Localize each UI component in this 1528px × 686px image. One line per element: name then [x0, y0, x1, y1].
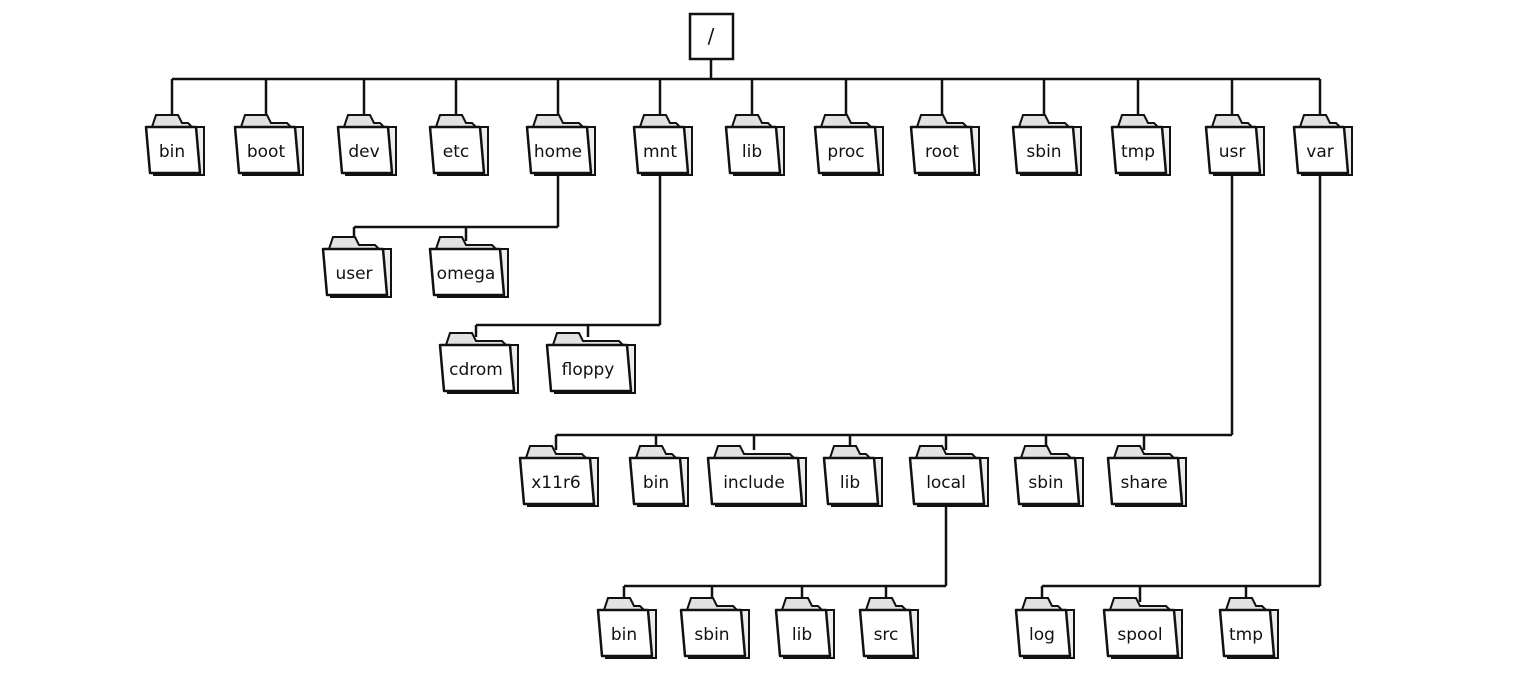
folder-icon — [1014, 597, 1075, 659]
folder-label: var — [1306, 142, 1333, 162]
folder-icon — [822, 445, 883, 507]
folder-label: dev — [348, 142, 379, 162]
folder-var: var — [1292, 114, 1353, 176]
folder-icon — [1013, 445, 1084, 507]
folder-bin: bin — [144, 114, 205, 176]
folder-home-omega: omega — [428, 236, 509, 298]
folder-label: x11r6 — [531, 473, 581, 493]
folder-usr-local: local — [908, 445, 989, 507]
folder-icon — [858, 597, 919, 659]
folder-home-user: user — [321, 236, 392, 298]
folder-icon — [909, 114, 980, 176]
folder-usr-share: share — [1106, 445, 1187, 507]
folder-icon — [1204, 114, 1265, 176]
folder-local-lib: lib — [774, 597, 835, 659]
folder-label: user — [335, 264, 372, 284]
folder-label: log — [1029, 625, 1055, 645]
folder-dev: dev — [336, 114, 397, 176]
folder-label: spool — [1117, 625, 1162, 645]
folder-label: home — [534, 142, 582, 162]
folder-icon — [1102, 597, 1183, 659]
folder-mnt: mnt — [632, 114, 693, 176]
folder-label: boot — [247, 142, 286, 162]
folder-icon — [438, 332, 519, 394]
folder-icon — [813, 114, 884, 176]
folder-icon — [724, 114, 785, 176]
folder-var-spool: spool — [1102, 597, 1183, 659]
folder-proc: proc — [813, 114, 884, 176]
folder-label: share — [1120, 473, 1167, 493]
folder-tmp: tmp — [1110, 114, 1171, 176]
folder-usr-sbin: sbin — [1013, 445, 1084, 507]
folder-icon — [908, 445, 989, 507]
folder-mnt-cdrom: cdrom — [438, 332, 519, 394]
folder-root-dir: root — [909, 114, 980, 176]
folder-icon — [321, 236, 392, 298]
folder-home: home — [525, 114, 596, 176]
folder-icon — [679, 597, 750, 659]
folder-icon — [1011, 114, 1082, 176]
folder-icon — [596, 597, 657, 659]
folder-label: lib — [792, 625, 812, 645]
folder-icon — [233, 114, 304, 176]
folder-icon — [525, 114, 596, 176]
folder-mnt-floppy: floppy — [545, 332, 636, 394]
folder-label: sbin — [1026, 142, 1061, 162]
folder-boot: boot — [233, 114, 304, 176]
root-label: / — [708, 24, 715, 48]
folder-label: proc — [827, 142, 864, 162]
folder-label: floppy — [562, 360, 615, 380]
folder-icon — [545, 332, 636, 394]
folder-label: bin — [611, 625, 637, 645]
folder-label: lib — [840, 473, 860, 493]
folder-label: etc — [443, 142, 469, 162]
folder-label: bin — [643, 473, 669, 493]
folder-label: tmp — [1121, 142, 1155, 162]
folder-label: sbin — [694, 625, 729, 645]
folder-icon — [428, 236, 509, 298]
folder-label: root — [925, 142, 959, 162]
folder-usr-lib: lib — [822, 445, 883, 507]
folder-nodes: bin boot dev etc home mnt lib proc root sbin tmp us… — [144, 114, 1353, 659]
folder-icon — [336, 114, 397, 176]
folder-usr-x11r6: x11r6 — [518, 445, 599, 507]
folder-usr: usr — [1204, 114, 1265, 176]
folder-label: omega — [437, 264, 496, 284]
folder-icon — [632, 114, 693, 176]
folder-label: src — [874, 625, 899, 645]
folder-var-tmp: tmp — [1218, 597, 1279, 659]
folder-label: lib — [742, 142, 762, 162]
folder-label: cdrom — [449, 360, 503, 380]
tree-edges — [170, 59, 1322, 602]
folder-usr-bin: bin — [628, 445, 689, 507]
folder-icon — [1110, 114, 1171, 176]
folder-label: mnt — [643, 142, 677, 162]
root-node: / — [688, 12, 735, 61]
folder-icon — [1106, 445, 1187, 507]
folder-usr-include: include — [706, 445, 807, 507]
folder-etc: etc — [428, 114, 489, 176]
folder-icon — [144, 114, 205, 176]
folder-icon — [774, 597, 835, 659]
folder-label: local — [926, 473, 966, 493]
folder-icon — [628, 445, 689, 507]
folder-label: tmp — [1229, 625, 1263, 645]
folder-icon — [428, 114, 489, 176]
folder-var-log: log — [1014, 597, 1075, 659]
folder-local-src: src — [858, 597, 919, 659]
folder-label: include — [723, 473, 785, 493]
folder-local-sbin: sbin — [679, 597, 750, 659]
folder-label: sbin — [1028, 473, 1063, 493]
folder-label: usr — [1219, 142, 1246, 162]
folder-icon — [1292, 114, 1353, 176]
folder-sbin: sbin — [1011, 114, 1082, 176]
folder-lib: lib — [724, 114, 785, 176]
folder-icon — [518, 445, 599, 507]
folder-label: bin — [159, 142, 185, 162]
folder-icon — [706, 445, 807, 507]
folder-icon — [1218, 597, 1279, 659]
folder-local-bin: bin — [596, 597, 657, 659]
